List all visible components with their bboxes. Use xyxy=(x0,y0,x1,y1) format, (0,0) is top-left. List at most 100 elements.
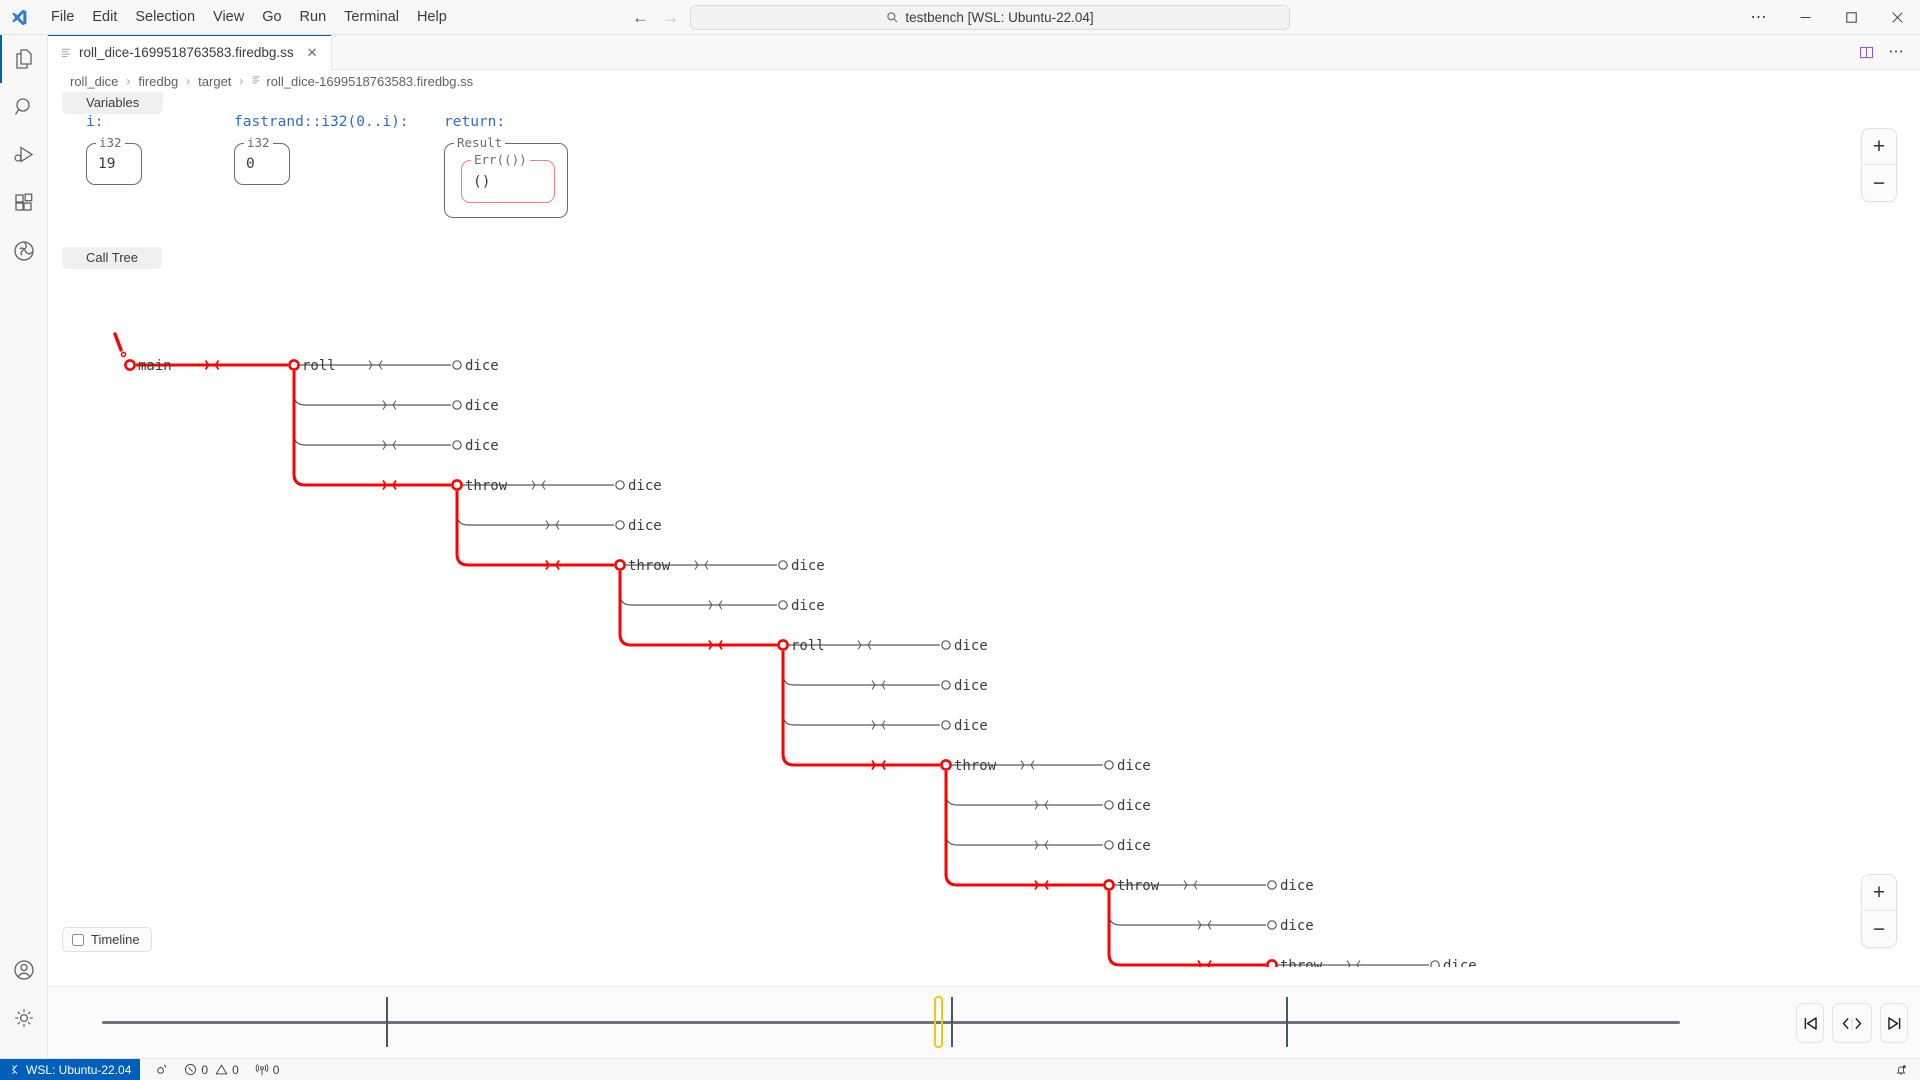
variable-return-err-box[interactable]: Err(()) () xyxy=(461,152,555,203)
menu-run[interactable]: Run xyxy=(299,9,327,25)
call-tree-node[interactable]: throw xyxy=(1103,878,1160,894)
expand-collapse-diamond-icon[interactable] xyxy=(1034,840,1049,850)
arrow-left-icon[interactable]: ← xyxy=(632,7,649,27)
call-tree-node[interactable]: dice xyxy=(941,638,988,654)
call-tree-node[interactable]: dice xyxy=(1267,878,1314,894)
call-tree-node[interactable]: throw xyxy=(614,558,671,574)
variable-fastrand-box[interactable]: i32 0 xyxy=(234,135,290,185)
call-tree-node[interactable]: roll xyxy=(288,358,336,374)
expand-collapse-diamond-icon[interactable] xyxy=(857,640,872,650)
ports-status[interactable]: 0 xyxy=(247,1059,288,1080)
command-center[interactable]: testbench [WSL: Ubuntu-22.04] xyxy=(690,5,1290,30)
expand-collapse-diamond-icon[interactable] xyxy=(1034,800,1049,810)
expand-collapse-diamond-icon[interactable] xyxy=(694,560,709,570)
call-tree-node[interactable]: dice xyxy=(941,718,988,734)
menu-go[interactable]: Go xyxy=(262,9,282,25)
call-tree-node[interactable]: dice xyxy=(615,478,662,494)
variables-zoom-in-button[interactable]: + xyxy=(1862,129,1896,165)
sidebar-item-search[interactable] xyxy=(0,83,48,131)
call-tree-node[interactable]: dice xyxy=(1104,838,1151,854)
step-prev-next-button[interactable] xyxy=(1832,1003,1872,1043)
sidebar-item-explorer[interactable] xyxy=(0,35,48,83)
call-tree-node[interactable]: dice xyxy=(615,518,662,534)
variable-return-inner-type: Err(()) xyxy=(471,152,530,168)
sidebar-item-run-and-debug[interactable] xyxy=(0,131,48,179)
breadcrumb-item-target[interactable]: target xyxy=(198,73,232,89)
expand-collapse-diamond-icon[interactable] xyxy=(1346,960,1361,968)
menu-terminal[interactable]: Terminal xyxy=(344,9,399,25)
expand-collapse-diamond-icon[interactable] xyxy=(708,600,723,610)
breadcrumb-item-roll-dice[interactable]: roll_dice xyxy=(70,73,119,89)
variables-zoom-out-button[interactable]: − xyxy=(1872,171,1886,195)
expand-collapse-diamond-icon[interactable] xyxy=(545,560,560,570)
expand-collapse-diamond-icon[interactable] xyxy=(531,480,546,490)
minimize-button[interactable] xyxy=(1782,0,1828,35)
more-actions-button[interactable]: ⋯ xyxy=(1750,8,1768,26)
accounts-button[interactable] xyxy=(0,946,48,994)
menu-view[interactable]: View xyxy=(213,9,245,25)
call-tree-node[interactable]: throw xyxy=(940,758,997,774)
call-tree-canvas[interactable]: main roll dice dice dice throw dice dice throw di… xyxy=(48,267,1920,967)
call-tree-node[interactable]: throw xyxy=(451,478,508,494)
call-tree-node[interactable]: dice xyxy=(1430,958,1477,967)
expand-collapse-diamond-icon[interactable] xyxy=(1197,960,1212,968)
menu-file[interactable]: File xyxy=(51,9,75,25)
menu-selection[interactable]: Selection xyxy=(135,9,196,25)
sidebar-item-firedbg[interactable] xyxy=(0,227,48,275)
feedback-status[interactable] xyxy=(1886,1059,1916,1080)
timeline-toggle[interactable]: Timeline xyxy=(62,927,152,952)
call-tree-node[interactable]: main xyxy=(124,358,172,374)
manage-settings-button[interactable] xyxy=(0,994,48,1042)
variable-return-result-box[interactable]: Result Err(()) () xyxy=(444,135,568,218)
timeline-track[interactable] xyxy=(102,1021,1680,1024)
expand-collapse-diamond-icon[interactable] xyxy=(1020,760,1035,770)
sidebar-item-extensions[interactable] xyxy=(0,179,48,227)
call-tree-node[interactable]: dice xyxy=(452,398,499,414)
expand-collapse-diamond-icon[interactable] xyxy=(1183,880,1198,890)
expand-collapse-diamond-icon[interactable] xyxy=(382,440,397,450)
expand-collapse-diamond-icon[interactable] xyxy=(204,360,220,370)
call-tree-node[interactable]: dice xyxy=(1267,918,1314,934)
call-tree-node[interactable]: dice xyxy=(452,438,499,454)
call-tree-node[interactable]: dice xyxy=(941,678,988,694)
variable-i-box[interactable]: i32 19 xyxy=(86,135,142,185)
expand-collapse-diamond-icon[interactable] xyxy=(1034,880,1049,890)
call-tree-node[interactable]: dice xyxy=(778,598,825,614)
call-tree-node[interactable]: dice xyxy=(778,558,825,574)
call-tree-zoom-out-button[interactable]: − xyxy=(1872,917,1886,941)
timeline-cursor[interactable] xyxy=(934,996,944,1048)
breadcrumb-item-firedbg[interactable]: firedbg xyxy=(138,73,179,89)
expand-collapse-diamond-icon[interactable] xyxy=(1197,920,1212,930)
expand-collapse-diamond-icon[interactable] xyxy=(382,400,397,410)
debug-console-status[interactable] xyxy=(146,1059,176,1080)
call-tree-node[interactable]: dice xyxy=(452,358,499,374)
close-icon[interactable]: ✕ xyxy=(306,44,318,60)
call-tree-node[interactable]: dice xyxy=(1104,798,1151,814)
call-tree-zoom-in-button[interactable]: + xyxy=(1862,875,1896,911)
call-tree-node[interactable]: roll xyxy=(777,638,825,654)
maximize-button[interactable] xyxy=(1828,0,1874,35)
expand-collapse-diamond-icon[interactable] xyxy=(871,760,886,770)
expand-collapse-diamond-icon[interactable] xyxy=(871,680,886,690)
expand-collapse-diamond-icon[interactable] xyxy=(708,640,723,650)
call-tree-node[interactable]: dice xyxy=(1104,758,1151,774)
menu-help[interactable]: Help xyxy=(416,9,447,25)
expand-collapse-diamond-icon[interactable] xyxy=(545,520,560,530)
close-button[interactable] xyxy=(1874,0,1920,35)
expand-collapse-diamond-icon[interactable] xyxy=(871,720,886,730)
remote-indicator[interactable]: WSL: Ubuntu-22.04 xyxy=(0,1058,141,1080)
split-editor-button[interactable] xyxy=(1852,38,1880,66)
call-tree-node-label: dice xyxy=(791,558,825,574)
problems-status[interactable]: 0 0 xyxy=(176,1059,246,1080)
jump-to-start-button[interactable] xyxy=(1796,1003,1824,1043)
breadcrumb-item-file[interactable]: roll_dice-1699518763583.firedbg.ss xyxy=(249,73,475,90)
tab-roll-dice-firedbg-ss[interactable]: roll_dice-1699518763583.firedbg.ss ✕ xyxy=(48,35,332,70)
expand-collapse-diamond-icon[interactable] xyxy=(368,360,383,370)
menu-edit[interactable]: Edit xyxy=(92,9,118,25)
timeline-checkbox[interactable] xyxy=(72,933,84,946)
expand-collapse-diamond-icon[interactable] xyxy=(382,480,397,490)
call-tree-node[interactable]: throw xyxy=(1266,958,1323,967)
jump-to-end-button[interactable] xyxy=(1880,1003,1908,1043)
editor-more-actions-button[interactable]: ⋯ xyxy=(1888,43,1904,60)
arrow-right-icon[interactable]: → xyxy=(662,7,679,27)
